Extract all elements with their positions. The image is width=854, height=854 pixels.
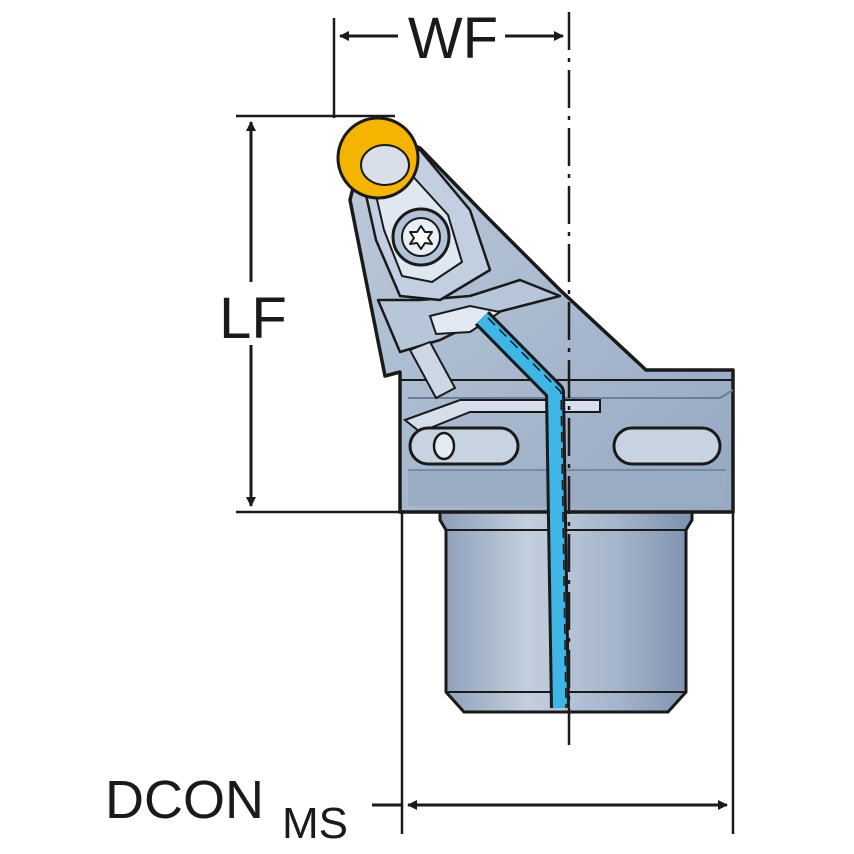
round-insert-icon <box>336 116 420 200</box>
dimension-dcon: DCON MS <box>105 512 735 848</box>
wf-label: WF <box>408 6 498 71</box>
coolant-channel <box>474 310 570 709</box>
clamp-arm <box>376 278 562 400</box>
torx-screw-icon <box>391 207 451 267</box>
dcon-label: DCON <box>105 770 264 830</box>
side-slot-right <box>612 426 722 466</box>
side-slot-left <box>408 426 520 466</box>
dcon-subscript: MS <box>282 799 348 848</box>
dimension-wf: WF <box>332 6 564 118</box>
dimension-lf: LF <box>219 114 400 514</box>
lf-label: LF <box>219 286 287 351</box>
